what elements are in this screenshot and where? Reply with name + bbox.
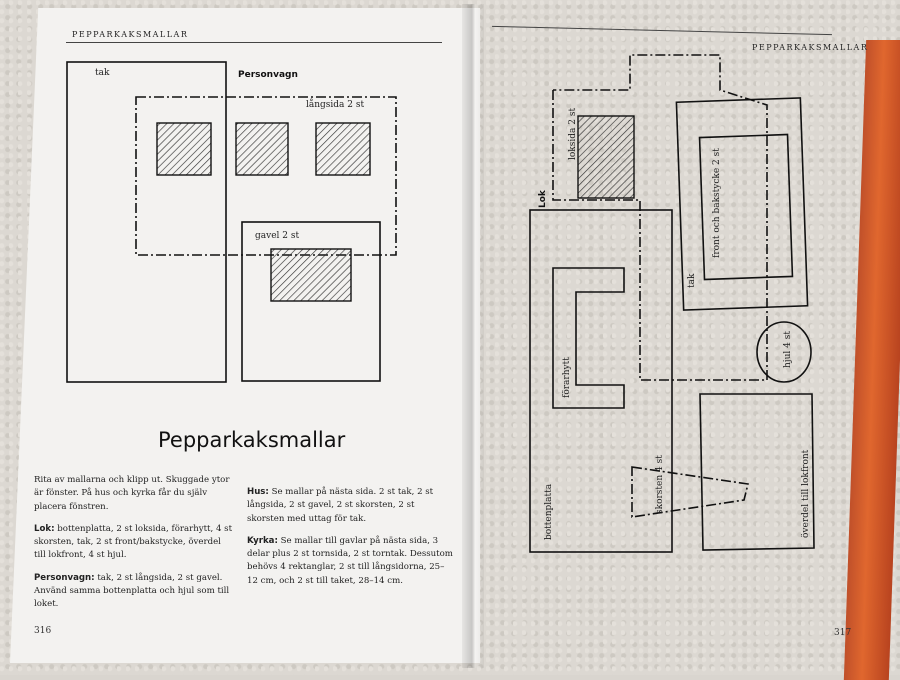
skorsten-template (631, 466, 749, 518)
langsida-template (135, 96, 397, 256)
tak-lok-template (675, 97, 809, 311)
bottenplatta-label: bottenplatta (544, 483, 554, 540)
intro-paragraph: Rita av mallarna och klipp ut. Skuggade … (34, 475, 230, 512)
running-head-left: PEPPARKAKSMALLAR (72, 30, 189, 39)
skorsten-label: skorsten 4 st (655, 455, 665, 514)
personvagn-label: Personvagn (238, 70, 298, 80)
kyrka-text: Se mallar till gavlar på nästa sida, 3 d… (247, 535, 453, 586)
loksida-window (577, 115, 635, 199)
personvagn-text: tak, 2 st långsida, 2 st gavel. Använd s… (34, 572, 230, 610)
page-number-right: 317 (834, 628, 852, 638)
page-heading: Pepparkaksmallar (158, 428, 346, 452)
gavel-window (270, 248, 352, 302)
window-2 (235, 122, 289, 176)
gavel-label: gavel 2 st (255, 231, 299, 241)
lok-label: Lok (538, 189, 548, 208)
loksida-template (552, 54, 768, 381)
running-head-right: PEPPARKAKSMALLAR (752, 43, 869, 52)
header-rule-left (66, 42, 442, 43)
hus-paragraph: Hus: Se mallar på nästa sida. 2 st tak, … (247, 486, 453, 526)
front-template (698, 133, 794, 281)
forarhytt-label: förarhytt (562, 357, 572, 398)
loksida-label: loksida 2 st (568, 108, 578, 160)
kyrka-paragraph: Kyrka: Se mallar till gavlar på nästa si… (247, 535, 453, 588)
personvagn-paragraph: Personvagn: tak, 2 st långsida, 2 st gav… (34, 572, 234, 612)
hus-text: Se mallar på nästa sida. 2 st tak, 2 st … (247, 487, 434, 524)
left-page (10, 8, 480, 663)
page-number-left: 316 (34, 626, 52, 636)
text-column-2: Hus: Se mallar på nästa sida. 2 st tak, … (247, 486, 453, 597)
personvagn-heading: Personvagn: (34, 572, 95, 583)
overdel-label: överdel till lokfront (801, 449, 811, 538)
lok-paragraph: Lok: bottenplatta, 2 st loksida, förarhy… (34, 523, 234, 563)
text-column-1: Rita av mallarna och klipp ut. Skuggade … (34, 474, 234, 621)
tak-label: tak (95, 68, 110, 78)
window-1 (156, 122, 212, 176)
window-3 (315, 122, 371, 176)
tak-template (66, 61, 227, 383)
overdel-template (699, 393, 815, 551)
kyrka-heading: Kyrka: (247, 535, 278, 546)
hjul-template (756, 321, 812, 383)
book-gutter (462, 4, 484, 668)
lok-heading: Lok: (34, 523, 55, 534)
hus-heading: Hus: (247, 487, 269, 497)
tak-lok-label: tak (687, 273, 697, 288)
gavel-template (241, 221, 381, 382)
front-label: front och bakstycke 2 st (712, 148, 722, 258)
lok-text: bottenplatta, 2 st loksida, förarhytt, 4… (34, 523, 233, 561)
forarhytt-template (552, 267, 625, 409)
langsida-label: långsida 2 st (306, 98, 364, 110)
bottenplatta-template (529, 209, 673, 553)
hjul-label: hjul 4 st (783, 331, 793, 368)
